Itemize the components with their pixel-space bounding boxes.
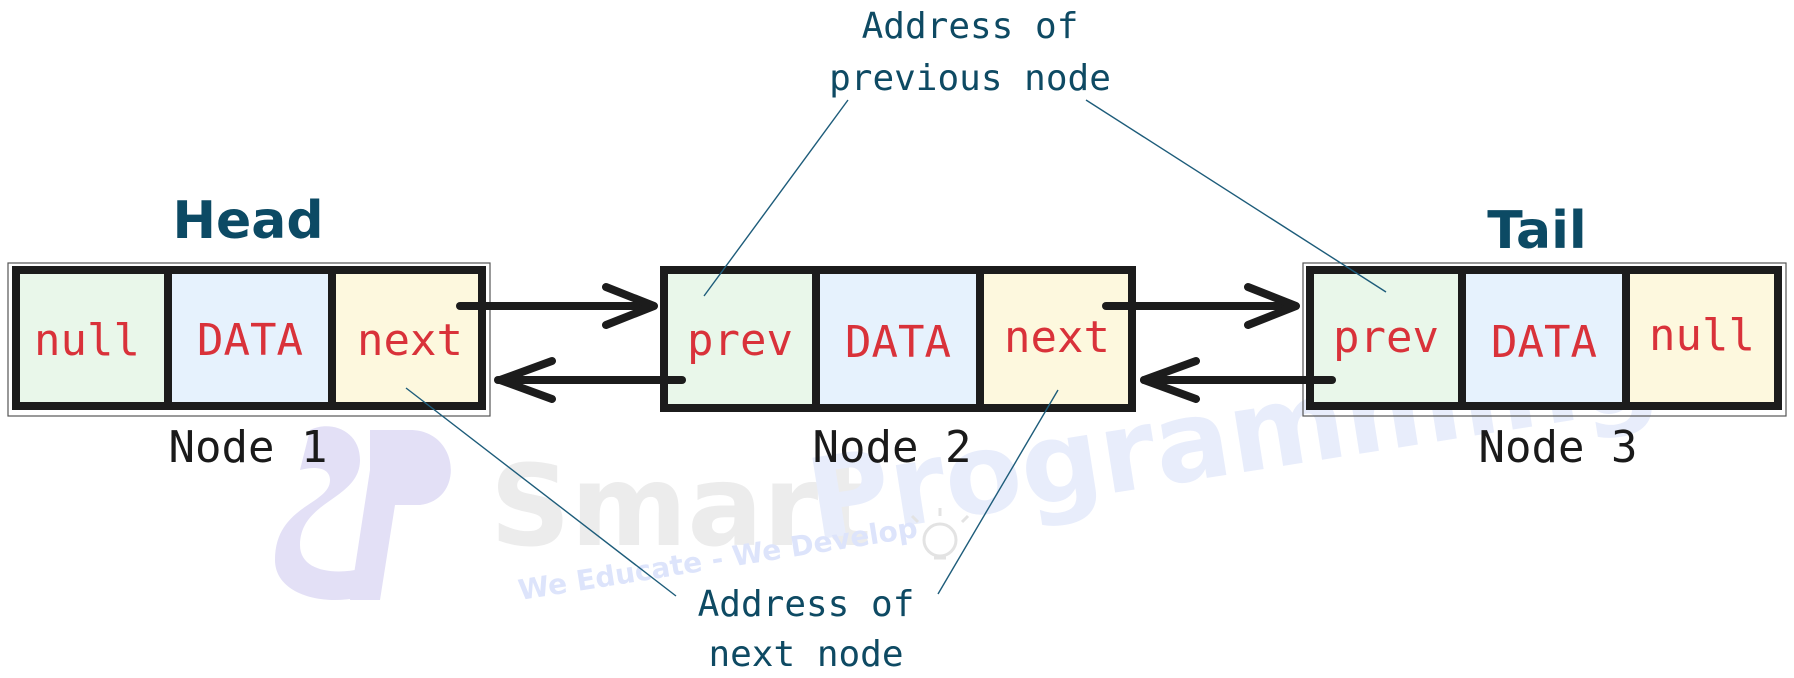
arrow-node1-to-node2 <box>456 283 658 329</box>
callout-next-line-1: Address of <box>698 584 915 625</box>
node-3-data-cell <box>1462 270 1626 406</box>
arrow-node2-to-node1 <box>494 357 686 403</box>
node-2-next-cell <box>980 270 1132 408</box>
watermark-logo <box>275 426 451 600</box>
node-3-label: Node 3 <box>1479 422 1638 473</box>
arrow-node2-to-node3 <box>1102 283 1300 329</box>
node-1-label: Node 1 <box>169 422 328 473</box>
arrow-node3-to-node2 <box>1140 357 1336 403</box>
node-2-prev-text: prev <box>687 315 793 366</box>
callout-next-address: Address of next node <box>698 584 915 675</box>
node-2-next-text: next <box>1004 312 1110 363</box>
node-2-data-text: DATA <box>845 317 951 368</box>
node-1-prev-text: null <box>34 315 140 366</box>
node-1-border <box>12 266 486 410</box>
tail-node-frame <box>1302 262 1787 417</box>
node-2: prev DATA next <box>660 266 1136 412</box>
node-3: prev DATA null <box>1306 266 1782 410</box>
node-1-next-text: next <box>357 315 463 366</box>
callout-prev-line-2: previous node <box>829 58 1111 99</box>
node-2-data-cell <box>816 270 980 408</box>
node-3-next-cell <box>1626 270 1778 406</box>
node-2-prev-cell <box>664 270 816 408</box>
callout-prev-line-1: Address of <box>862 6 1079 47</box>
node-1-prev-cell <box>16 270 168 406</box>
leader-next-node1 <box>405 387 677 597</box>
node-3-data-text: DATA <box>1491 317 1597 368</box>
node-3-next-text: null <box>1649 310 1755 361</box>
watermark-word-smart: Smart <box>490 442 872 572</box>
node-2-label: Node 2 <box>813 422 972 473</box>
head-label: Head <box>172 191 323 251</box>
callout-previous-address: Address of previous node <box>829 6 1111 99</box>
node-3-prev-text: prev <box>1333 312 1439 363</box>
leader-prev-node3 <box>1085 99 1387 293</box>
callout-next-line-2: next node <box>708 634 903 675</box>
node-1-next-cell <box>332 270 482 406</box>
node-1-data-cell <box>168 270 332 406</box>
node-2-border <box>660 266 1136 412</box>
node-1: null DATA next <box>12 266 486 410</box>
tail-label: Tail <box>1487 201 1587 261</box>
node-3-border <box>1306 266 1782 410</box>
leader-prev-node2 <box>703 99 849 297</box>
lightbulb-icon <box>910 508 970 560</box>
head-node-frame <box>7 262 491 417</box>
node-1-data-text: DATA <box>197 315 303 366</box>
node-3-prev-cell <box>1310 270 1462 406</box>
leader-next-node2 <box>937 389 1059 595</box>
